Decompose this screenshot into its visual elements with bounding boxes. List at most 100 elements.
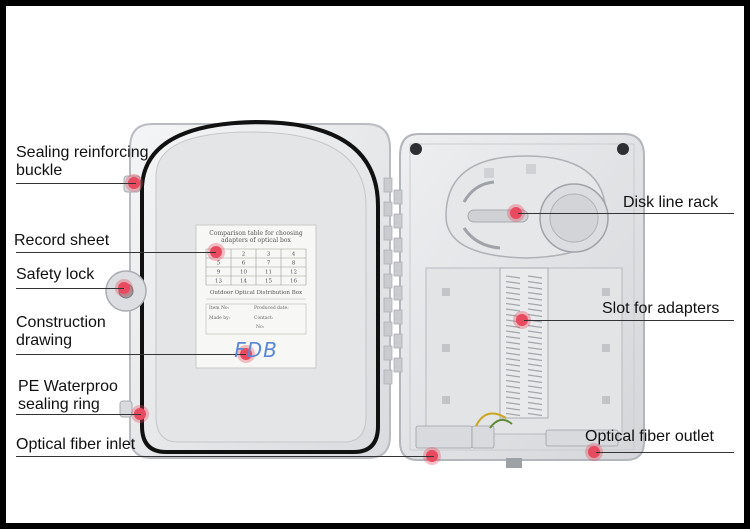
label-sealing-buckle: Sealing reinforcing buckle: [16, 144, 149, 180]
slot-rib: [527, 324, 543, 329]
label-line: drawing: [16, 332, 73, 349]
slot-rib: [527, 363, 543, 367]
slot-rib: [505, 401, 521, 406]
sheet-number: 11: [265, 270, 272, 276]
sheet-number: 7: [267, 261, 271, 267]
sheet-field-item: Item No:: [209, 306, 230, 311]
slot-rib: [527, 275, 543, 279]
pe-waterproof-gasket: [140, 119, 380, 454]
label-line: Record sheet: [14, 232, 110, 249]
marker-disk-rack: [510, 207, 522, 219]
slot-rib: [527, 330, 543, 334]
marker-record-sheet: [210, 246, 222, 258]
sheet-number: 4: [292, 252, 296, 258]
slot-rib: [527, 280, 543, 285]
slot-rib: [505, 275, 521, 279]
slot-rib: [527, 346, 543, 351]
slot-rib: [527, 335, 543, 340]
sheet-number: 6: [242, 261, 246, 267]
label-line: Sealing reinforcing: [16, 144, 149, 161]
slot-rib: [505, 286, 521, 290]
fiber-box-illustration: 12345678910111213141516: [105, 119, 645, 468]
sheet-number: 15: [265, 279, 272, 285]
slot-rib: [505, 385, 521, 389]
slot-rib: [505, 297, 521, 301]
slot-rib: [505, 407, 521, 411]
slot-rib: [527, 412, 543, 417]
label-safety-lock: Safety lock: [16, 266, 94, 284]
sheet-field-no: No:: [256, 325, 265, 330]
label-record-sheet: Record sheet: [14, 232, 109, 250]
slot-rib: [505, 302, 521, 307]
label-line: Optical fiber inlet: [16, 436, 136, 453]
slot-rib: [505, 374, 521, 378]
slot-rib: [527, 313, 543, 318]
callout-line-fiber-outlet: [596, 452, 734, 453]
callout-line-pe-ring: [16, 414, 141, 415]
slot-rib: [505, 346, 521, 351]
marker-safety-lock: [118, 282, 130, 294]
slot-rib: [527, 401, 543, 406]
slot-rib: [527, 341, 543, 345]
slot-rib: [505, 352, 521, 356]
label-line: Slot for adapters: [602, 300, 720, 317]
fiber-ports: [415, 425, 619, 449]
sheet-field-made: Made by:: [209, 316, 231, 321]
slot-rib: [505, 280, 521, 285]
sheet-subtitle: Outdoor Optical Distribution Box: [209, 290, 303, 296]
label-disk-rack: Disk line rack: [623, 194, 718, 212]
callout-line-disk-rack: [518, 213, 734, 214]
sheet-field-date: Produced date:: [254, 306, 289, 311]
slot-rib: [505, 357, 521, 362]
sheet-number: 16: [290, 279, 297, 285]
sheet-number: 3: [267, 252, 271, 258]
sheet-number: 14: [240, 279, 247, 285]
label-adapter-slot: Slot for adapters: [602, 300, 719, 318]
slot-rib: [505, 335, 521, 340]
slot-rib: [527, 357, 543, 362]
adapter-slot: [499, 267, 549, 419]
slot-rib: [527, 302, 543, 307]
diagram-frame: 12345678910111213141516: [6, 6, 744, 523]
slot-rib: [505, 308, 521, 312]
slot-rib: [527, 390, 543, 395]
sheet-number: 2: [242, 252, 246, 258]
slot-rib: [527, 396, 543, 400]
slot-rib: [505, 324, 521, 329]
slot-rib: [505, 363, 521, 367]
slot-rib: [527, 368, 543, 373]
label-line: PE Waterproo: [18, 378, 118, 395]
slot-rib: [527, 308, 543, 312]
slot-rib: [505, 341, 521, 345]
callout-line-adapter-slot: [524, 320, 734, 321]
lid-hinge: [383, 177, 393, 385]
slot-rib: [527, 385, 543, 389]
slot-rib: [505, 368, 521, 373]
label-fiber-outlet: Optical fiber outlet: [585, 428, 714, 446]
sheet-number: 5: [217, 261, 221, 267]
callout-line-fiber-inlet: [16, 456, 434, 457]
sheet-number: 8: [292, 261, 296, 267]
label-line: buckle: [16, 162, 63, 179]
label-construction-drawing: Construction drawing: [16, 314, 106, 350]
slot-rib: [527, 407, 543, 411]
sheet-field-contact: Contact:: [254, 316, 274, 321]
sheet-number: 10: [240, 270, 247, 276]
slot-rib: [505, 291, 521, 296]
label-line: sealing ring: [18, 396, 100, 413]
sheet-number: 9: [217, 270, 221, 276]
slot-rib: [527, 379, 543, 384]
label-fiber-inlet: Optical fiber inlet: [16, 436, 135, 454]
sheet-number: 12: [290, 270, 297, 276]
slot-rib: [505, 396, 521, 400]
slot-rib: [505, 330, 521, 334]
base: [393, 133, 645, 468]
slot-rib: [527, 374, 543, 378]
marker-adapter-slot: [516, 314, 528, 326]
callout-line-safety-lock: [16, 288, 124, 289]
callout-line-construction-drawing: [16, 354, 246, 355]
label-pe-ring: PE Waterproo sealing ring: [18, 378, 118, 414]
slot-rib: [527, 297, 543, 301]
callout-line-record-sheet: [16, 252, 216, 253]
slot-rib: [527, 352, 543, 356]
